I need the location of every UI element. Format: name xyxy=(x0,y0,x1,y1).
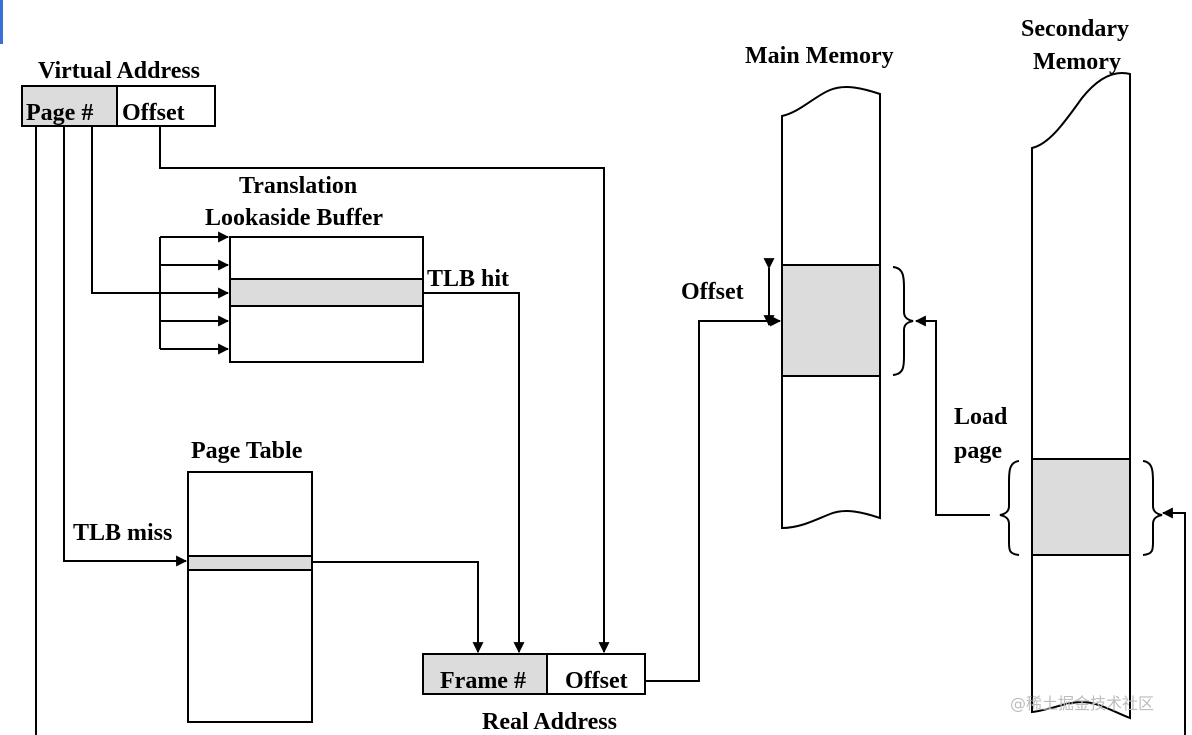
ra-frame-label: Frame # xyxy=(440,668,526,694)
tlb-title-line2: Lookaside Buffer xyxy=(205,205,383,231)
load-page-label-line2: page xyxy=(954,438,1002,464)
secondary-memory-page xyxy=(1031,458,1131,556)
tlb-hit-label: TLB hit xyxy=(427,266,509,292)
secondary-memory-title-line1: Secondary xyxy=(1021,16,1129,42)
real-to-memory-line xyxy=(645,315,782,682)
va-page-field xyxy=(21,85,118,127)
watermark-text: @稀土掘金技术社区 xyxy=(1010,694,1154,713)
tlb-title-line1: Translation xyxy=(239,173,357,199)
ra-offset-label: Offset xyxy=(565,668,628,694)
ra-offset-field xyxy=(546,653,646,695)
page-table-entry xyxy=(187,555,313,571)
main-memory-frame xyxy=(781,264,881,377)
page-table-title: Page Table xyxy=(191,438,303,464)
secondary-memory-title-line2: Memory xyxy=(1033,49,1121,75)
virtual-address-title: Virtual Address xyxy=(38,58,200,84)
secondary-memory-column xyxy=(1031,72,1131,720)
va-offset-field xyxy=(116,85,216,127)
real-address-title: Real Address xyxy=(482,709,617,735)
tlb-miss-line xyxy=(63,126,188,567)
page-request-line xyxy=(1161,507,1186,735)
tlb-hit-line xyxy=(423,292,525,654)
secondary-page-right-brace xyxy=(1142,460,1163,556)
main-memory-title: Main Memory xyxy=(745,43,894,69)
corner-accent xyxy=(0,0,3,44)
load-page-line xyxy=(914,315,990,516)
main-memory-offset-label: Offset xyxy=(681,279,744,305)
va-offset-label: Offset xyxy=(122,100,185,126)
main-memory-frame-brace xyxy=(892,266,914,376)
page-table-box xyxy=(187,471,313,723)
tlb-miss-label: TLB miss xyxy=(73,520,172,546)
tlb-lookup-line xyxy=(91,126,230,299)
va-page-label: Page # xyxy=(26,100,93,126)
offset-to-real-line xyxy=(159,126,610,654)
tlb-hit-entry xyxy=(229,278,424,307)
load-page-label-line1: Load xyxy=(954,404,1008,430)
secondary-page-left-brace xyxy=(999,460,1020,556)
page-table-to-frame-line xyxy=(312,561,484,654)
